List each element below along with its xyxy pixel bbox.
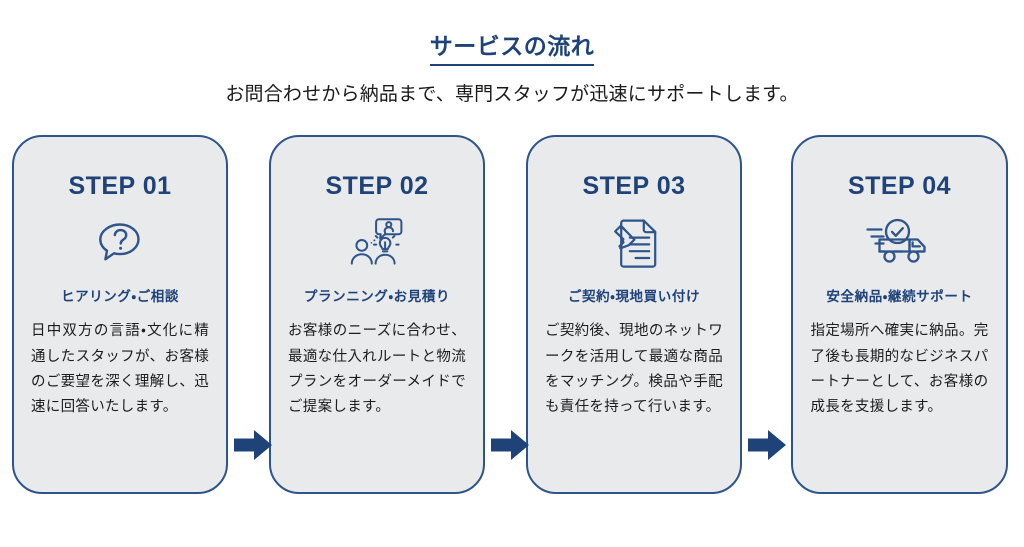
steps-flow-container: STEP 01 ヒアリング・ご相談 日中双方の言語・文化に精通したスタッフが、お… (0, 135, 1024, 497)
arrow-step2-to-step3 (491, 426, 529, 464)
step-body-3: ご契約後、現地のネットワークを活用して最適な商品をマッチング。検品や手配も責任を… (545, 323, 723, 416)
arrow-step1-to-step2 (234, 426, 272, 464)
step-card-2[interactable]: STEP 02 (269, 135, 485, 494)
right-arrow-icon (491, 430, 529, 460)
step-card-3[interactable]: STEP 03 ご契約・現地買い付け ご契約後、現地のネットワークを活用して最適… (526, 135, 742, 494)
step-label-4: STEP 04 (847, 172, 952, 200)
step-label-3: STEP 03 (582, 172, 686, 200)
page-subtitle: お問合わせから納品まで、専門スタッフが迅速にサポートします。 (225, 83, 799, 105)
people-idea-planning-icon (347, 215, 407, 271)
step-body-4: 指定場所へ確実に納品。完了後も長期的なビジネスパートナーとして、お客様の成長を支… (810, 323, 989, 416)
right-arrow-icon (748, 430, 786, 460)
arrow-step3-to-step4 (748, 426, 786, 464)
question-speech-bubble-icon (92, 215, 148, 271)
step-heading-3: ご契約・現地買い付け (567, 289, 701, 304)
step-card-1[interactable]: STEP 01 ヒアリング・ご相談 日中双方の言語・文化に精通したスタッフが、お… (12, 135, 228, 494)
right-arrow-icon (234, 430, 272, 460)
page-title: サービスの流れ (429, 33, 595, 66)
step-body-1: 日中双方の言語・文化に精通したスタッフが、お客様のご要望を深く理解し、迅速に回答… (31, 323, 209, 416)
document-pencil-contract-icon (605, 215, 663, 271)
step-card-4[interactable]: STEP 04 安全納品・継続サポート 指 (791, 135, 1008, 494)
page-header: サービスの流れ お問合わせから納品まで、専門スタッフが迅速にサポートします。 (0, 0, 1024, 106)
step-label-1: STEP 01 (68, 172, 172, 200)
step-body-2: お客様のニーズに合わせ、最適な仕入れルートと物流プランをオーダーメイドでご提案し… (288, 323, 466, 416)
step-heading-4: 安全納品・継続サポート (826, 289, 973, 304)
step-label-2: STEP 02 (325, 172, 429, 200)
step-heading-1: ヒアリング・ご相談 (61, 289, 179, 304)
delivery-truck-check-icon (865, 215, 935, 271)
step-heading-2: プランニング・お見積り (303, 289, 451, 304)
